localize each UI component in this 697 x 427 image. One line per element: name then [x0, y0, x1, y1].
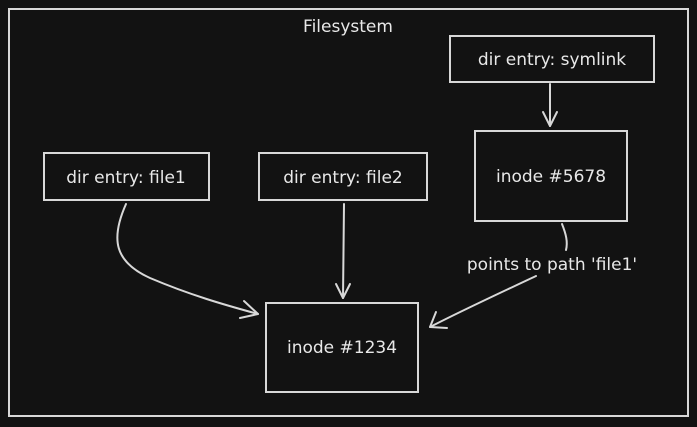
arrow-inode-5678-to-inode-1234 [429, 275, 537, 328]
dir-entry-symlink-label: dir entry: symlink [478, 50, 626, 70]
inode-5678-box [474, 130, 628, 222]
dir-entry-file1-box [43, 152, 210, 201]
arrow-file2-to-inode-1234 [342, 203, 345, 299]
filesystem-frame [8, 8, 689, 417]
arrowhead-inode-5678-to-inode-1234 [429, 311, 448, 329]
arrowhead-file2-to-inode-1234 [335, 283, 351, 299]
dir-entry-file1-label: dir entry: file1 [66, 168, 185, 188]
symlink-edge-label: points to path 'file1' [467, 255, 637, 275]
dir-entry-file2-box [258, 152, 428, 201]
inode-1234-label: inode #1234 [287, 338, 397, 358]
filesystem-title: Filesystem [303, 17, 393, 37]
arrowhead-file1-to-inode-1234 [239, 300, 259, 319]
dir-entry-file2-label: dir entry: file2 [283, 168, 402, 188]
inode-5678-label: inode #5678 [496, 167, 606, 187]
arrow-file1-to-inode-1234 [116, 203, 259, 315]
dir-entry-symlink-box [449, 35, 655, 83]
arrowhead-symlink-to-inode-5678 [542, 111, 558, 127]
arrow-inode-5678-tail [561, 223, 568, 251]
inode-1234-box [265, 302, 419, 393]
